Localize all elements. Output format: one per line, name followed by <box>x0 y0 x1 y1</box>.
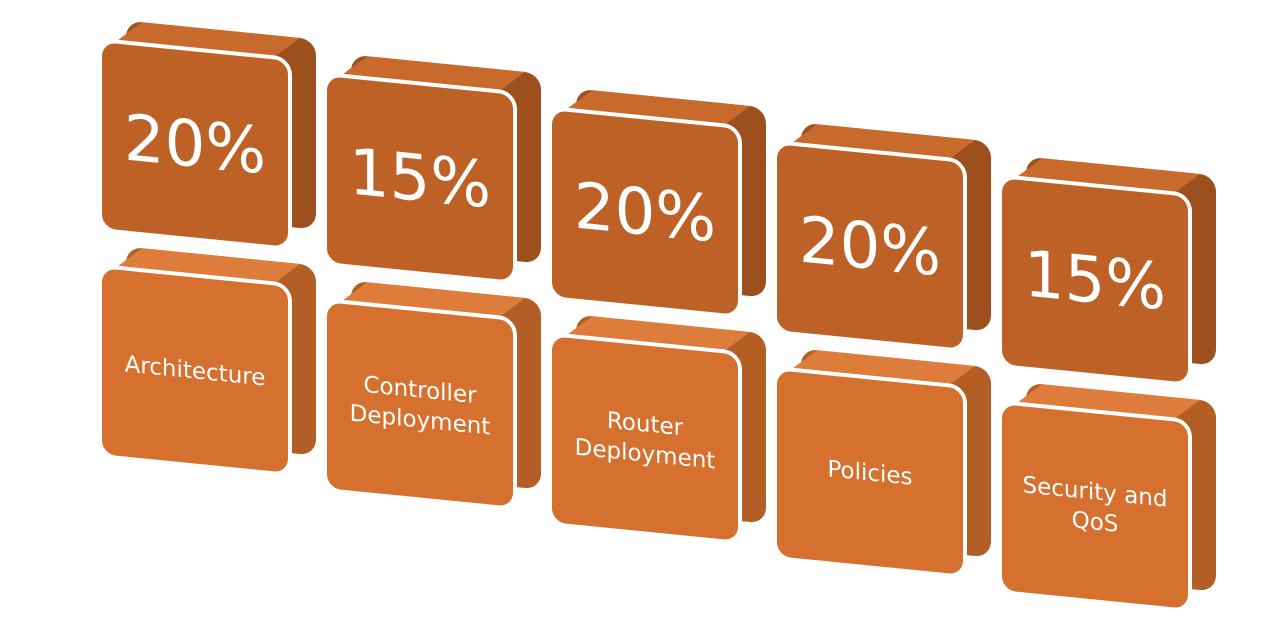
label-tile-face <box>548 333 742 544</box>
label-tile-top <box>116 248 300 284</box>
percent-tile: 15% <box>323 56 541 284</box>
percent-tile-face <box>548 107 742 318</box>
percent-value: 15% <box>349 135 491 224</box>
domain-label-line: QoS <box>1072 507 1119 538</box>
percent-tile: 20% <box>773 124 991 352</box>
label-tile-face <box>773 367 967 578</box>
label-tile: Architecture <box>98 248 316 476</box>
label-tile: Policies <box>773 350 991 578</box>
percent-tile-face <box>98 39 292 250</box>
percent-tile: 20% <box>98 22 316 250</box>
label-tile-top <box>791 350 975 386</box>
label-tile-face <box>998 401 1192 612</box>
label-tile-face <box>323 299 517 510</box>
percent-tile-top <box>1016 158 1200 194</box>
percent-tile-face <box>998 175 1192 386</box>
domain-block-4: 20% Policies <box>773 124 991 578</box>
percent-tile-face <box>323 73 517 284</box>
label-tile-face <box>98 265 292 476</box>
label-tile-top <box>566 316 750 352</box>
percent-value: 15% <box>1024 237 1166 326</box>
percent-tile: 15% <box>998 158 1216 386</box>
label-tile-top <box>1016 384 1200 420</box>
percent-tile: 20% <box>548 90 766 318</box>
percent-tile-face <box>773 141 967 352</box>
percent-tile-top <box>566 90 750 126</box>
percent-tile-top <box>116 22 300 58</box>
label-tile-top <box>341 282 525 318</box>
percent-value: 20% <box>124 101 266 190</box>
percent-tile-top <box>791 124 975 160</box>
percent-tile-top <box>341 56 525 92</box>
percent-value: 20% <box>799 203 941 292</box>
percent-value: 20% <box>574 169 716 258</box>
domain-block-1: 20% Architecture <box>98 22 316 476</box>
